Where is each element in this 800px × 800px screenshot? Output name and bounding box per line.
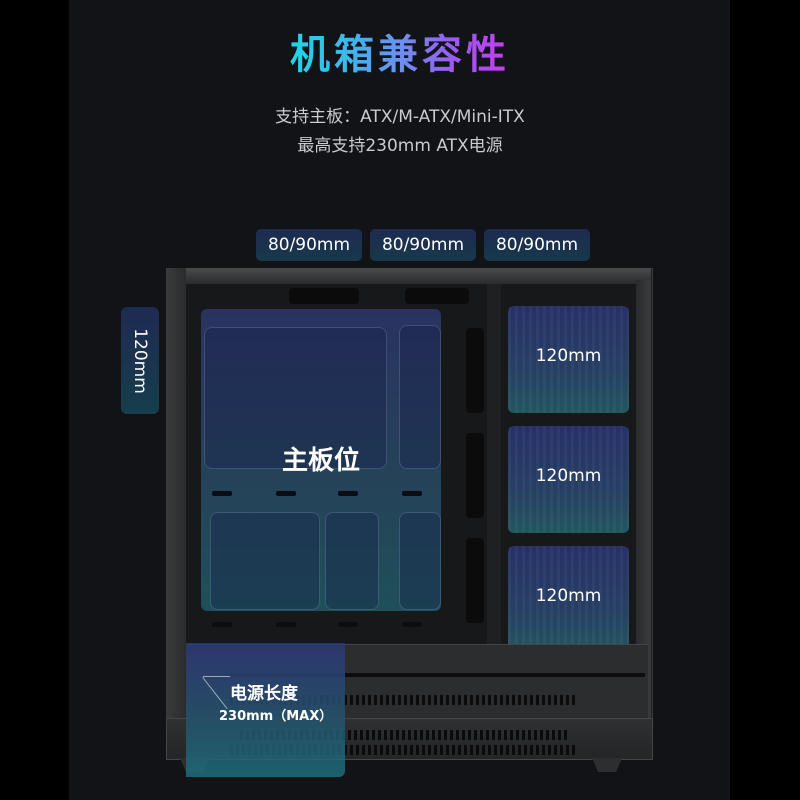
standoff-slot — [338, 622, 358, 627]
standoff-slot — [402, 622, 422, 627]
standoff-slot — [212, 622, 232, 627]
side-fan-1: 120mm — [508, 306, 629, 413]
psu-callout-line — [203, 676, 230, 677]
motherboard-inner-panel — [399, 325, 441, 469]
side-fan-1-label: 120mm — [535, 345, 602, 366]
top-fan-tag-1: 80/90mm — [256, 229, 362, 261]
side-fan-3: 120mm — [508, 546, 629, 653]
standoff-slot — [402, 491, 422, 496]
subtitle-psu-support: 最高支持230mm ATX电源 — [297, 136, 503, 156]
page-title: 机箱兼容性 — [0, 22, 800, 80]
top-vent-cutout — [405, 288, 469, 304]
motherboard-inner-panel — [325, 512, 379, 610]
motherboard-inner-panel — [204, 327, 387, 469]
case-rear-frame — [166, 268, 186, 718]
psu-area — [186, 643, 345, 777]
case-top-panel — [166, 268, 651, 284]
standoff-slot — [276, 622, 296, 627]
standoff-slot — [338, 491, 358, 496]
standoff-slot — [212, 491, 232, 496]
motherboard-inner-panel — [210, 512, 320, 610]
psu-length-value: 230mm（MAX） — [219, 709, 333, 724]
motherboard-label: 主板位 — [281, 446, 360, 476]
cable-cutout — [466, 433, 484, 518]
psu-shroud-vent — [230, 695, 575, 705]
case-front-frame — [636, 280, 651, 720]
motherboard-area — [201, 309, 441, 611]
motherboard-inner-panel — [399, 512, 441, 610]
standoff-slot — [276, 491, 296, 496]
top-fan-tag-3: 80/90mm — [484, 229, 590, 261]
title-text: 机箱兼容性 — [290, 22, 510, 80]
rear-fan-tag: 120mm — [121, 307, 159, 414]
base-vent — [230, 745, 575, 755]
base-vent — [240, 730, 570, 740]
case-divider — [487, 284, 501, 644]
side-fan-3-label: 120mm — [535, 585, 602, 606]
psu-length-label: 电源长度 — [230, 684, 298, 704]
top-vent-cutout — [289, 288, 359, 304]
psu-shroud-groove — [225, 673, 645, 677]
rear-fan-tag-label: 120mm — [130, 327, 150, 394]
side-fan-2-label: 120mm — [535, 465, 602, 486]
cable-cutout — [466, 538, 484, 623]
cable-cutout — [466, 328, 484, 413]
case-foot — [592, 758, 622, 772]
subtitle-motherboard-support: 支持主板：ATX/M-ATX/Mini-ITX — [275, 107, 525, 127]
side-fan-2: 120mm — [508, 426, 629, 533]
top-fan-tag-2: 80/90mm — [370, 229, 476, 261]
